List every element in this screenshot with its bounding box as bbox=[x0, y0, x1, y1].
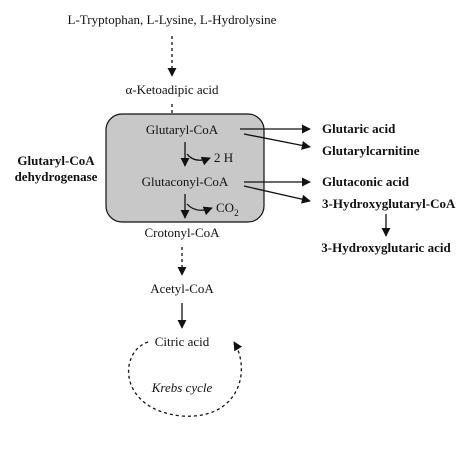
krebs-cycle-label: Krebs cycle bbox=[151, 380, 213, 395]
hydroxyglutaryl-coa-label: 3-Hydroxyglutaryl-CoA bbox=[322, 196, 456, 211]
arrow-to-glutarylcarnitine bbox=[243, 133, 311, 150]
hydroxyglutaric-acid-label: 3-Hydroxyglutaric acid bbox=[321, 240, 451, 255]
glutaryl-coa-label: Glutaryl-CoA bbox=[146, 122, 219, 137]
citric-acid-label: Citric acid bbox=[155, 334, 210, 349]
co2-main: CO bbox=[216, 200, 234, 215]
glutaric-acid-label: Glutaric acid bbox=[322, 121, 396, 136]
acetyl-coa-label: Acetyl-CoA bbox=[150, 281, 214, 296]
enzyme-box bbox=[105, 113, 265, 223]
arrow-to-hydroxyglutaryl-coa bbox=[243, 185, 311, 204]
glutaconic-acid-label: Glutaconic acid bbox=[322, 174, 410, 189]
arrow-2h-release bbox=[186, 153, 211, 166]
krebs-cycle-loop bbox=[127, 341, 243, 417]
ketoadipic-acid-label: α-Ketoadipic acid bbox=[125, 82, 219, 97]
co2-subscript: 2 bbox=[234, 208, 239, 218]
enzyme-name-line2: dehydrogenase bbox=[15, 169, 98, 184]
arrow-co2-release bbox=[186, 203, 213, 216]
substrates-label: L-Tryptophan, L-Lysine, L-Hydrolysine bbox=[68, 12, 277, 27]
glutarylcarnitine-label: Glutarylcarnitine bbox=[322, 143, 420, 158]
enzyme-name-line1: Glutaryl-CoA bbox=[17, 153, 95, 168]
2h-label: 2 H bbox=[214, 150, 233, 165]
co2-label: CO2 bbox=[216, 200, 239, 218]
glutaconyl-coa-label: Glutaconyl-CoA bbox=[142, 174, 229, 189]
crotonyl-coa-label: Crotonyl-CoA bbox=[144, 225, 220, 240]
